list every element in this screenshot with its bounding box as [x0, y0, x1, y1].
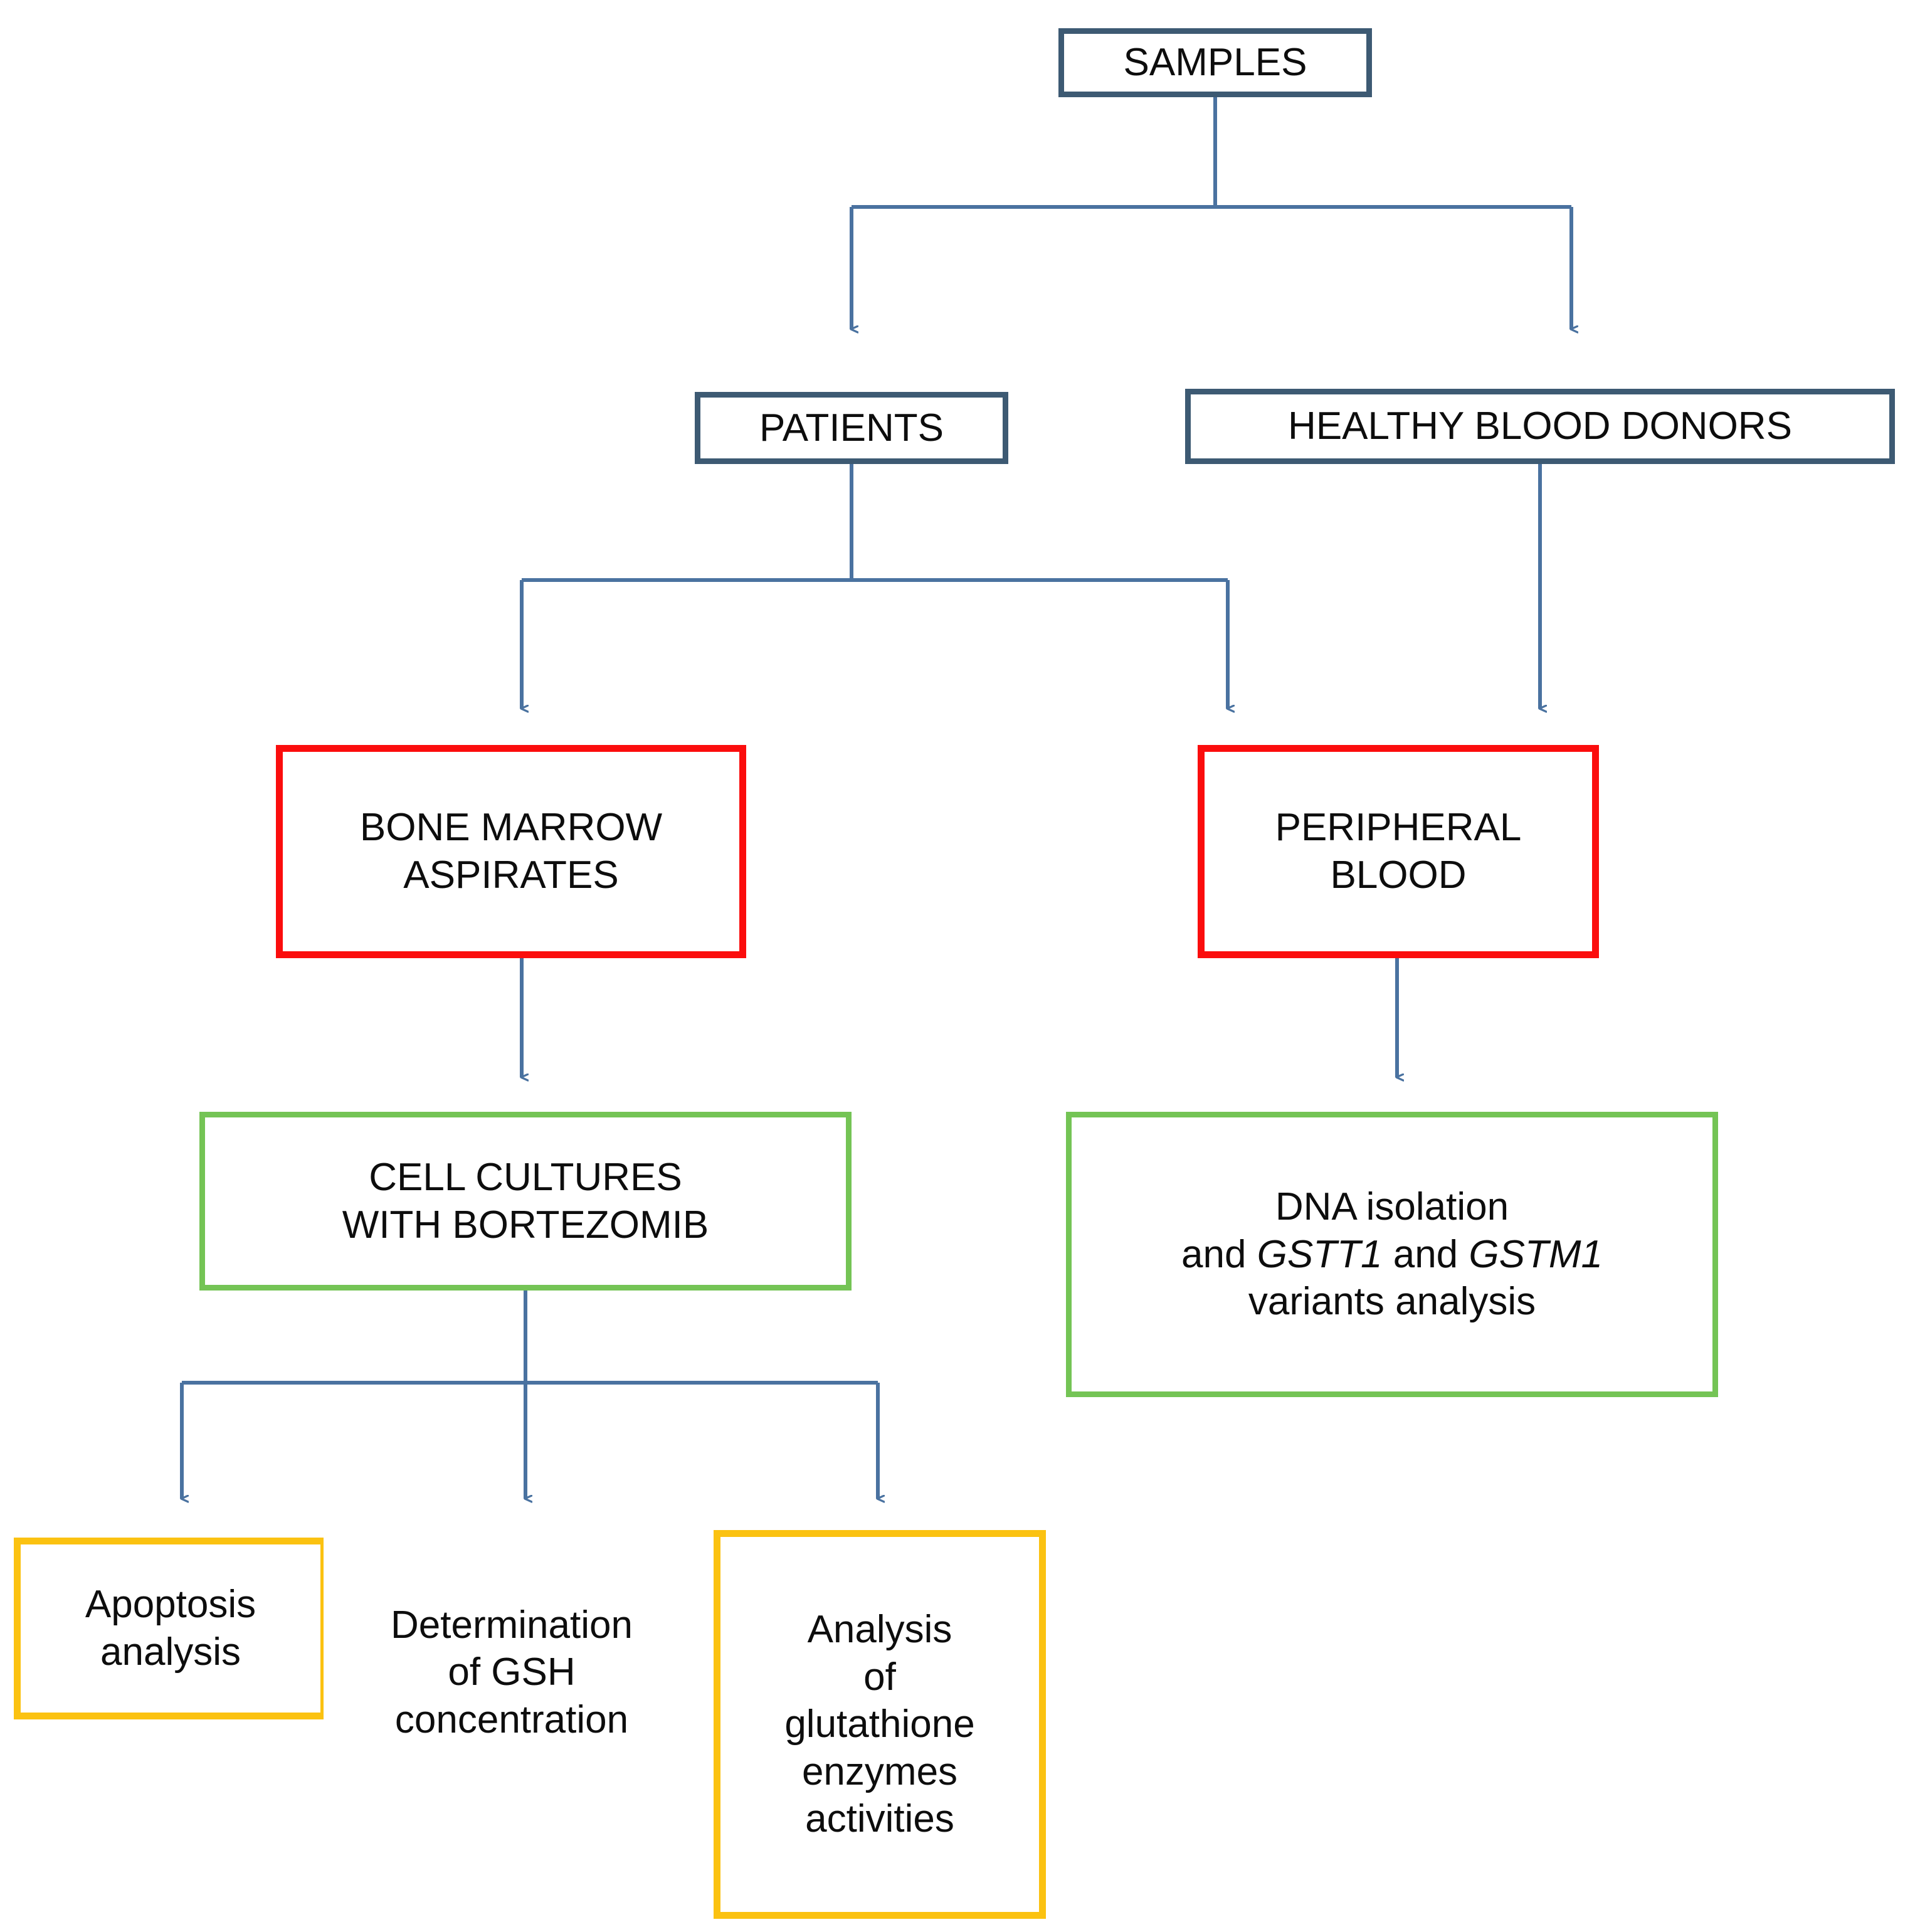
- node-cell-cultures-with-bortezomib[interactable]: CELL CULTURES WITH BORTEZOMIB: [199, 1112, 852, 1291]
- connector-samples-trunk: [850, 97, 1571, 329]
- node-analysis-of-glutathione-enzymes-activities-label: Analysis of glutathione enzymes activiti…: [784, 1607, 975, 1841]
- node-dna-isolation-gst-variants[interactable]: DNA isolation and GSTT1 and GSTM1 varian…: [1066, 1112, 1718, 1397]
- node-patients-label: PATIENTS: [759, 406, 944, 450]
- node-determination-of-gsh-concentration-label: Determination of GSH concentration: [391, 1603, 633, 1741]
- node-dna-isolation-gst-variants-label: DNA isolation and GSTT1 and GSTM1 varian…: [1181, 1185, 1603, 1324]
- node-bone-marrow-aspirates-label: BONE MARROW ASPIRATES: [359, 806, 663, 897]
- node-peripheral-blood[interactable]: PERIPHERAL BLOOD: [1198, 745, 1599, 958]
- node-cell-cultures-with-bortezomib-label: CELL CULTURES WITH BORTEZOMIB: [342, 1155, 709, 1247]
- node-healthy-blood-donors[interactable]: HEALTHY BLOOD DONORS: [1185, 389, 1895, 464]
- node-apoptosis-analysis-label: Apoptosis analysis: [85, 1583, 256, 1674]
- node-bone-marrow-aspirates[interactable]: BONE MARROW ASPIRATES: [276, 745, 746, 958]
- node-analysis-of-glutathione-enzymes-activities[interactable]: Analysis of glutathione enzymes activiti…: [714, 1530, 1046, 1919]
- node-peripheral-blood-label: PERIPHERAL BLOOD: [1275, 806, 1522, 897]
- connector-patients-trunk: [520, 464, 1228, 709]
- node-determination-of-gsh-concentration[interactable]: Determination of GSH concentration: [324, 1538, 700, 1807]
- node-samples[interactable]: SAMPLES: [1058, 28, 1372, 97]
- node-healthy-blood-donors-label: HEALTHY BLOOD DONORS: [1288, 404, 1792, 448]
- node-samples-label: SAMPLES: [1123, 41, 1307, 85]
- connector-cultures-trunk: [180, 1291, 878, 1499]
- node-apoptosis-analysis[interactable]: Apoptosis analysis: [14, 1538, 327, 1719]
- node-patients[interactable]: PATIENTS: [695, 392, 1008, 464]
